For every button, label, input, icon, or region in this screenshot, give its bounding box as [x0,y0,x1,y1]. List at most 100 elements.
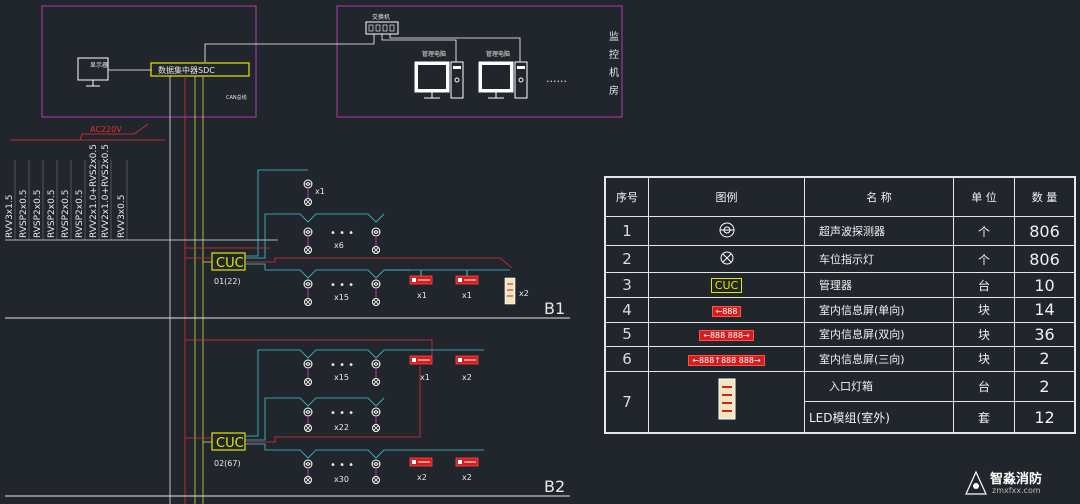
b2-indoor-screen-3 [409,457,433,467]
legend-row-no: 3 [605,272,649,298]
screen-triple-icon: ←888↑888 888→ [648,346,805,372]
legend-row-qty: 2 [1014,370,1075,403]
cable-label: RVSP2x0.5 [61,190,71,238]
legend-table: 序号 图例 名 称 单 位 数 量 1 超声波探测器 个 806 2 车位指示灯… [604,176,1076,434]
legend-row-name: 室内信息屏(三向) [804,346,954,372]
watermark-brand: 智淼消防 [990,472,1043,487]
svg-text:• • •: • • • [330,408,354,419]
legend-row-no: 1 [605,215,649,247]
cable-label: RVSP2x0.5 [75,190,85,238]
legend-row-qty: 2 [1014,346,1075,372]
floor-label-b2: B2 [544,477,565,496]
legend-row-name: 车位指示灯 [804,245,954,274]
parking-indicator-icon [648,245,805,274]
legend-row-qty: 806 [1014,215,1075,247]
b2-screen-r3a-count: x2 [417,473,427,482]
svg-text:• • •: • • • [330,280,354,291]
b1-row1-count: x1 [315,187,325,196]
b2-indoor-screen-2 [455,355,479,365]
more-pcs-label: ...... [546,72,567,85]
ultrasonic-sensor-icon [648,215,805,247]
b2-cuc-label: CUC [216,436,244,451]
cable-label: RVSP2x0.5 [33,190,43,238]
management-pc-icon-1 [414,61,464,99]
legend-row-qty: 36 [1014,321,1075,348]
legend-row-qty: 12 [1014,401,1075,433]
watermark-site: zmxfxx.com [992,486,1041,495]
floor-label-b1: B1 [544,299,565,318]
legend-row-unit: 台 [953,370,1015,403]
cable-labels: RVV3x1.5 RVSP2x0.5 RVSP2x0.5 RVSP2x0.5 RVSP2… [5,144,128,240]
b2-screen-r1a-count: x1 [420,373,430,382]
monitor-room-label-3: 机 [609,66,619,79]
legend-header-name: 名 称 [804,177,954,217]
management-pc-icon-2 [478,61,528,99]
svg-text:• • •: • • • [330,360,354,371]
b1-indoor-screen-2 [455,275,479,285]
monitor-room-label-4: 房 [609,84,619,97]
monitor-room-label-1: 监 [609,30,619,43]
display-label: 显示器 [90,62,108,69]
monitor-room-label-2: 控 [609,48,619,61]
svg-text:• • •: • • • [330,460,354,471]
b1-cuc-id: 01(22) [214,277,241,286]
legend-row-qty: 806 [1014,245,1075,274]
legend-row-name: 入口灯箱 [804,370,954,403]
b2-screen-r3b-count: x2 [462,473,472,482]
b2-row3-count: x30 [334,475,349,484]
legend-row-unit: 套 [953,401,1015,433]
b2-cuc-box [211,432,246,451]
b2-screen-r1b-count: x2 [462,373,472,382]
legend-row-no: 2 [605,245,649,274]
legend-row-unit: 个 [953,245,1015,274]
ac-power-label: AC220V [90,125,122,134]
legend-header-icon: 图例 [648,177,805,217]
b1-cuc-label: CUC [216,256,244,271]
legend-row-unit: 个 [953,215,1015,247]
b1-indoor-screen-1 [409,275,433,285]
screen-single-icon: ←888 [648,296,805,323]
switch-icon [365,21,399,35]
legend-row-name: 超声波探测器 [804,215,954,247]
legend-row-name: 管理器 [804,272,954,298]
cable-label: RVSP2x0.5 [19,190,29,238]
legend-row-no: 6 [605,346,649,372]
legend-header-no: 序号 [605,177,649,217]
sdc-box [150,62,250,77]
b1-screen1-count: x1 [417,291,427,300]
b2-indoor-screen-4 [455,457,479,467]
b1-row3-count: x15 [334,293,349,302]
b2-indoor-screen-1 [409,355,433,365]
sdc-label: 数据集中器SDC [158,65,215,75]
b1-lightbox-count: x2 [519,289,529,298]
cable-label: RVV2x1.0+RVS2x0.5 [101,144,111,238]
svg-text:• • •: • • • [330,228,354,239]
b1-row2-count: x6 [334,241,344,250]
b2-cuc-id: 02(67) [214,459,241,468]
cable-label: RVV3x0.5 [117,195,127,238]
cable-label: RVV2x1.0+RVS2x0.5 [89,144,99,238]
screen-double-icon: ←888 888→ [648,321,805,348]
monitor-room-box [336,5,623,118]
legend-header-unit: 单 位 [953,177,1015,217]
b1-entrance-lightbox-icon [504,277,516,305]
b2-row2-count: x22 [334,423,349,432]
mgmt-pc-2-label: 管理电脑 [486,50,510,58]
cable-label: RVV3x1.5 [5,195,15,238]
b1-screen2-count: x1 [462,291,472,300]
legend-row-unit: 块 [953,296,1015,323]
display-icon [77,57,109,87]
b1-cuc-box [211,252,246,271]
control-room-box [41,5,257,118]
legend-row-unit: 块 [953,346,1015,372]
watermark-logo-icon [965,470,987,495]
can-bus-label: CAN总线 [226,94,247,101]
legend-row-unit: 块 [953,321,1015,348]
legend-row-name: 室内信息屏(单向) [804,296,954,323]
legend-row-no: 7 [605,370,649,434]
legend-row-qty: 10 [1014,272,1075,298]
switch-label: 交换机 [372,13,390,21]
mgmt-pc-1-label: 管理电脑 [422,50,446,58]
legend-row-qty: 14 [1014,296,1075,323]
legend-header-qty: 数 量 [1014,177,1075,217]
